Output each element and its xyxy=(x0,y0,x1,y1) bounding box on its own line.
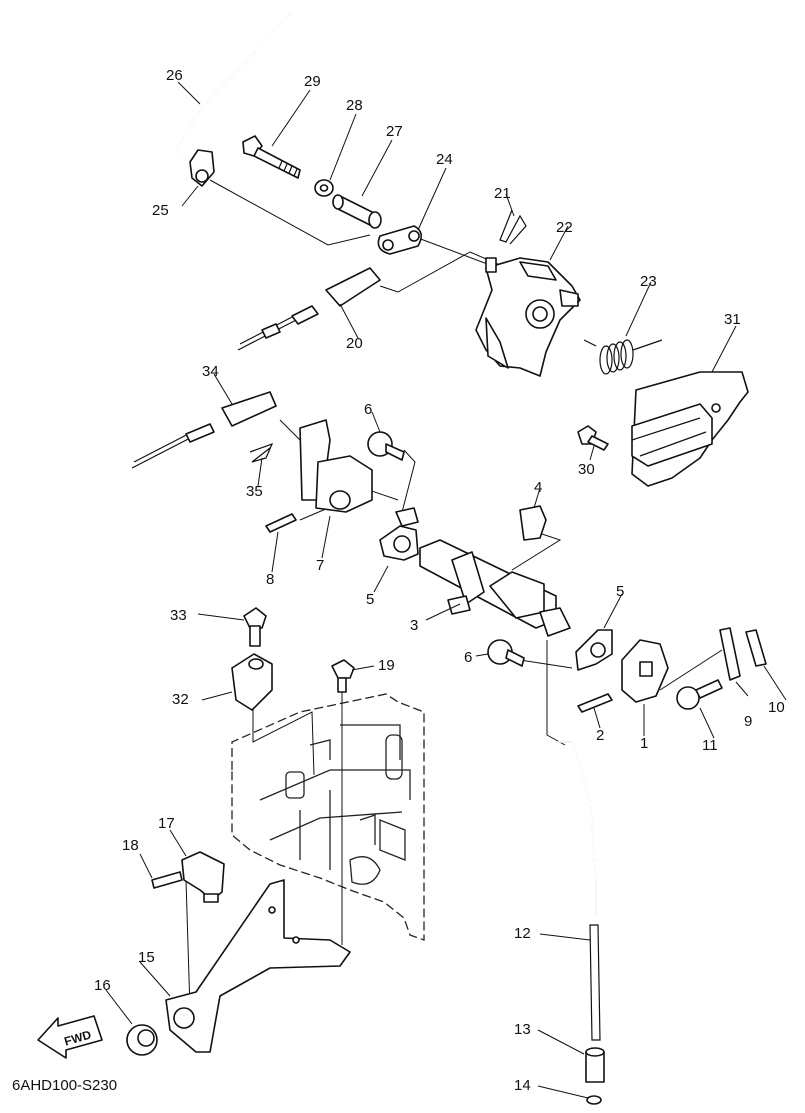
callout-35: 35 xyxy=(246,483,263,500)
part-26-throttle-rod xyxy=(173,13,291,161)
part-24-link xyxy=(377,225,422,255)
part-16-grommet xyxy=(126,1024,158,1056)
part-31-bracket xyxy=(631,371,749,487)
callout-20: 20 xyxy=(346,335,363,352)
callout-9: 9 xyxy=(744,713,752,730)
callout-1: 1 xyxy=(640,735,648,752)
callout-28: 28 xyxy=(346,97,363,114)
callout-23: 23 xyxy=(640,273,657,290)
callout-16: 16 xyxy=(94,977,111,994)
part-4-clip xyxy=(519,505,547,541)
engine-block-casting xyxy=(231,693,425,941)
callout-33: 33 xyxy=(170,607,187,624)
callout-24: 24 xyxy=(436,151,453,168)
part-13-collar xyxy=(585,1047,605,1083)
callout-15: 15 xyxy=(138,949,155,966)
part-35-clip xyxy=(249,442,274,463)
part-28-washer xyxy=(314,179,334,197)
callout-27: 27 xyxy=(386,123,403,140)
part-21-clip xyxy=(499,209,527,245)
leader-lines xyxy=(105,81,787,1099)
part-7-lever xyxy=(299,419,373,513)
part-22-throttle-cam xyxy=(475,257,581,377)
chain-lines xyxy=(185,179,723,1011)
callout-22: 22 xyxy=(556,219,573,236)
part-23-spring xyxy=(583,339,663,375)
part-14-washer xyxy=(586,1095,602,1105)
part-30-screw xyxy=(577,425,609,451)
part-17-holder xyxy=(181,851,225,903)
callout-labels: 26 25 29 28 27 24 21 22 23 31 20 34 6 30… xyxy=(94,67,785,1094)
callout-10: 10 xyxy=(768,699,785,716)
callout-14: 14 xyxy=(514,1077,531,1094)
callout-19: 19 xyxy=(378,657,395,674)
part-18-pin xyxy=(151,871,183,889)
part-20-cable-joint xyxy=(237,267,381,351)
part-15-bracket xyxy=(165,879,351,1053)
callout-32: 32 xyxy=(172,691,189,708)
part-12-rod xyxy=(556,741,601,1041)
part-1-lever xyxy=(621,639,669,703)
callout-2: 2 xyxy=(596,727,604,744)
part-34-cable-joint xyxy=(131,391,277,469)
part-29-bolt xyxy=(242,135,301,179)
diagram-code: 6AHD100-S230 xyxy=(12,1077,117,1094)
callout-4: 4 xyxy=(534,479,542,496)
part-2-pin xyxy=(577,693,613,713)
part-27-collar xyxy=(332,194,382,229)
callout-5-left: 5 xyxy=(366,591,374,608)
part-6-bolt-lower xyxy=(487,639,525,667)
fwd-arrow-icon xyxy=(37,1015,103,1059)
callout-12: 12 xyxy=(514,925,531,942)
callout-25: 25 xyxy=(152,202,169,219)
callout-13: 13 xyxy=(514,1021,531,1038)
part-3-shift-shaft xyxy=(419,539,571,637)
callout-7: 7 xyxy=(316,557,324,574)
part-11-bolt xyxy=(676,679,723,710)
part-8-pin xyxy=(265,513,297,533)
callout-34: 34 xyxy=(202,363,219,380)
callout-17: 17 xyxy=(158,815,175,832)
part-9-plate xyxy=(719,627,741,681)
callout-6-lower: 6 xyxy=(464,649,472,666)
callout-6-upper: 6 xyxy=(364,401,372,418)
part-19-bolt xyxy=(331,659,355,693)
callout-5-right: 5 xyxy=(616,583,624,600)
part-6-bolt-upper xyxy=(367,431,405,461)
part-10-washer xyxy=(745,629,767,667)
part-5-collar-right xyxy=(575,629,613,671)
callout-11: 11 xyxy=(702,737,718,754)
callout-30: 30 xyxy=(578,461,595,478)
callout-26: 26 xyxy=(166,67,183,84)
callout-3: 3 xyxy=(410,617,418,634)
part-32-holder xyxy=(231,653,273,711)
callout-18: 18 xyxy=(122,837,139,854)
part-5-collar-left xyxy=(379,507,419,561)
callout-31: 31 xyxy=(724,311,741,328)
part-33-bolt xyxy=(243,607,267,647)
part-25-rod-joint xyxy=(189,149,215,187)
callout-21: 21 xyxy=(494,185,511,202)
callout-8: 8 xyxy=(266,571,274,588)
callout-29: 29 xyxy=(304,73,321,90)
